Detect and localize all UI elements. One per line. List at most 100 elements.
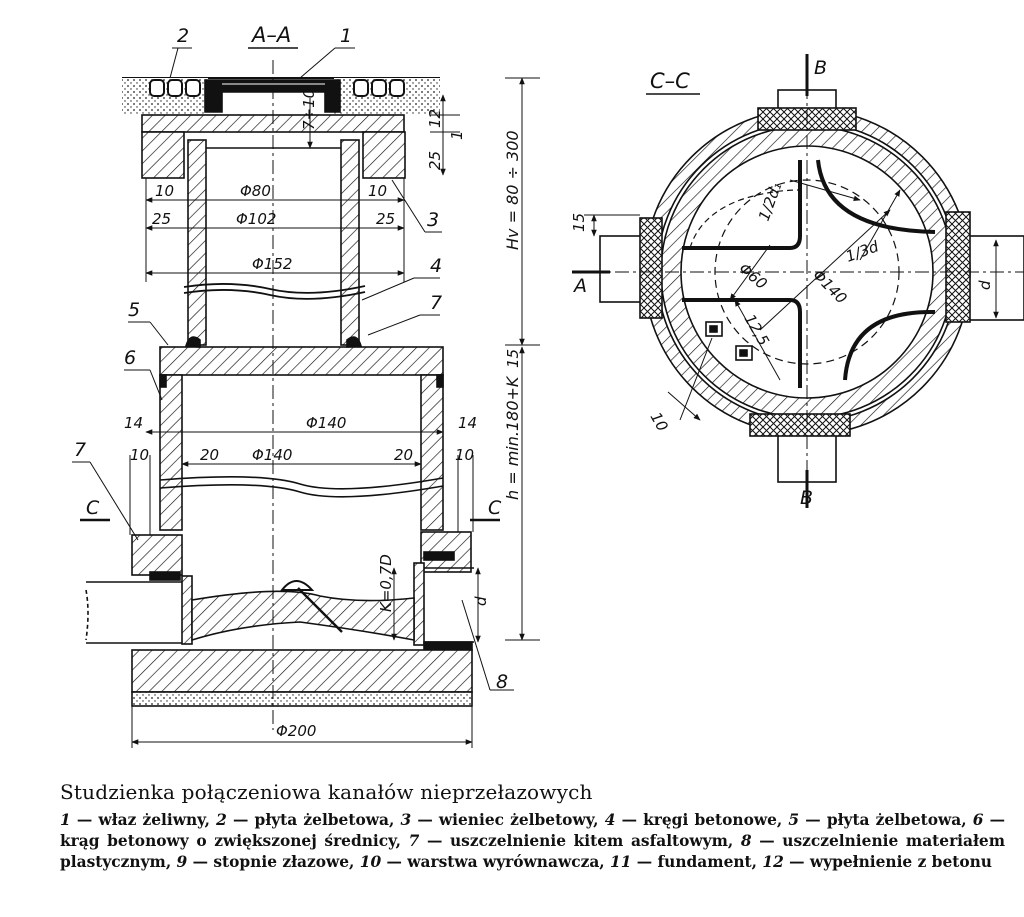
legend-number: 2 [216,811,227,829]
upper-ring-right-wall [340,139,360,346]
part-7-label-top: 7 [430,292,442,314]
dim-15-right: 15 [504,349,522,368]
dimension-lines-cc [584,179,999,421]
legend-number: 5 [788,811,800,829]
legend-number: 1 [60,811,71,829]
legend-entry: 7 — uszczelnienie kitem asfaltowym, [409,832,741,850]
dim-hv: Hv = 80 ÷ 300 [503,130,522,250]
legend-entry: 12 — wypełnienie z betonu [762,853,992,871]
legend-text: — właz żeliwny, [70,811,217,829]
foundation [131,649,473,693]
dim-7-10: 7÷10 [300,89,318,130]
dim-h-min: h = min.180+K [503,375,522,500]
legend-text: — stopnie złazowe, [187,853,360,871]
dim-phi200: Φ200 [276,722,316,740]
inlet-pipe [85,575,193,645]
legend-entry: 3 — wieniec żelbetowy, [400,811,604,829]
outlet-pipe [413,562,474,651]
legend-entry: 5 — płyta żelbetowa, [788,811,972,829]
legend-text: — uszczelnienie materiałem plastycznym, [60,832,1005,871]
figure-caption: Studzienka połączeniowa kanałów nieprzeł… [60,780,1005,873]
section-cc-title: C–C [650,69,690,93]
caption-legend: 1 — właz żeliwny, 2 — płyta żelbetowa, 3… [60,810,1005,873]
dim-phi152: Φ152 [252,255,292,273]
part-3-label: 3 [427,209,439,231]
legend-text: — płyta żelbetowa, [799,811,973,829]
dim-phi102: Φ102 [236,210,276,228]
legend-entry: 2 — płyta żelbetowa, [216,811,400,829]
legend-number: 12 [762,853,784,871]
dim-phi80: Φ80 [240,182,271,200]
section-a-mark: A [572,275,587,297]
dim-left-25: 25 [152,210,171,228]
dim-d-side: d [472,596,490,606]
dim-phi140-outer: Φ140 [306,414,346,432]
lower-ring-left-wall [159,374,183,531]
legend-entry: 4 — kręgi betonowe, [605,811,789,829]
legend-text: — płyta żelbetowa, [226,811,401,829]
technical-drawing: A–A 2 1 3 4 7 5 6 7 8 C C 7÷10 12 1 25 H… [72,23,1024,748]
dim-25-top: 25 [426,151,444,170]
manhole-cover [204,79,341,113]
section-c-mark-left: C [86,497,100,519]
cc-dim-10: 10 [647,409,672,435]
legend-text: — wypełnienie z betonu [783,853,992,871]
part-7-label-bottom: 7 [74,439,86,461]
part-1-label: 1 [340,25,352,47]
cc-dim-d: d [976,280,994,290]
legend-text: — wieniec żelbetowy, [411,811,605,829]
legend-entry: 9 — stopnie złazowe, [177,853,360,871]
levelling-layer [131,691,473,707]
legend-entry: 11 — fundament, [610,853,762,871]
dim-bottom-left-10: 10 [130,446,149,464]
dim-12: 12 [426,109,444,128]
legend-number: 8 [740,832,752,850]
dim-k07d: K=0,7D [377,554,395,612]
legend-text: — warstwa wyrównawcza, [381,853,611,871]
legend-number: 4 [604,811,616,829]
dim-right-20: 20 [394,446,413,464]
cc-dim-15: 15 [570,213,588,232]
section-aa-title: A–A [250,23,291,47]
dim-left-14: 14 [124,414,143,432]
legend-number: 11 [610,853,632,871]
ring-beam-right [362,131,406,179]
part-2-label: 2 [177,25,189,47]
dim-phi140-inner: Φ140 [252,446,292,464]
part-4-label: 4 [430,255,442,277]
legend-number: 6 [972,811,984,829]
dim-right-10: 10 [368,182,387,200]
section-cc [572,54,1024,508]
caption-title: Studzienka połączeniowa kanałów nieprzeł… [60,780,593,804]
bottom-wall-left [131,534,183,576]
ring-beam-left [141,131,185,179]
section-aa [80,60,500,730]
part-8-label: 8 [496,671,508,693]
legend-text: — krąg betonowy o zwiększonej średnicy, [60,811,1006,850]
legend-text: — kręgi betonowe, [615,811,789,829]
legend-entry: 10 — warstwa wyrównawcza, [360,853,610,871]
dim-left-10: 10 [155,182,174,200]
legend-entry: 8 — uszczelnienie materiałem plastycznym… [60,832,1005,871]
part-5-label: 5 [128,299,140,321]
paving-blocks [149,79,405,97]
legend-text: — uszczelnienie kitem asfaltowym, [419,832,741,850]
dim-right-25: 25 [376,210,395,228]
dim-right-14: 14 [458,414,477,432]
legend-number: 7 [408,832,420,850]
middle-slab [159,346,444,376]
legend-number: 10 [359,853,382,871]
legend-number: 9 [176,853,188,871]
section-b-mark-top: B [814,57,827,79]
labels-aa: A–A 2 1 3 4 7 5 6 7 8 C C 7÷10 12 1 25 H… [74,23,522,740]
lower-ring-right-wall [420,374,444,531]
dim-bottom-right-10: 10 [455,446,474,464]
legend-entry: 6 — krąg betonowy o zwiększonej średnicy… [60,811,1005,850]
upper-ring-left-wall [187,139,207,346]
section-c-mark-right: C [488,497,502,519]
legend-text: — fundament, [631,853,763,871]
legend-entry: 1 — właz żeliwny, [60,811,216,829]
dimension-lines-aa [72,47,540,748]
part-6-label: 6 [124,347,136,369]
legend-number: 3 [400,811,412,829]
